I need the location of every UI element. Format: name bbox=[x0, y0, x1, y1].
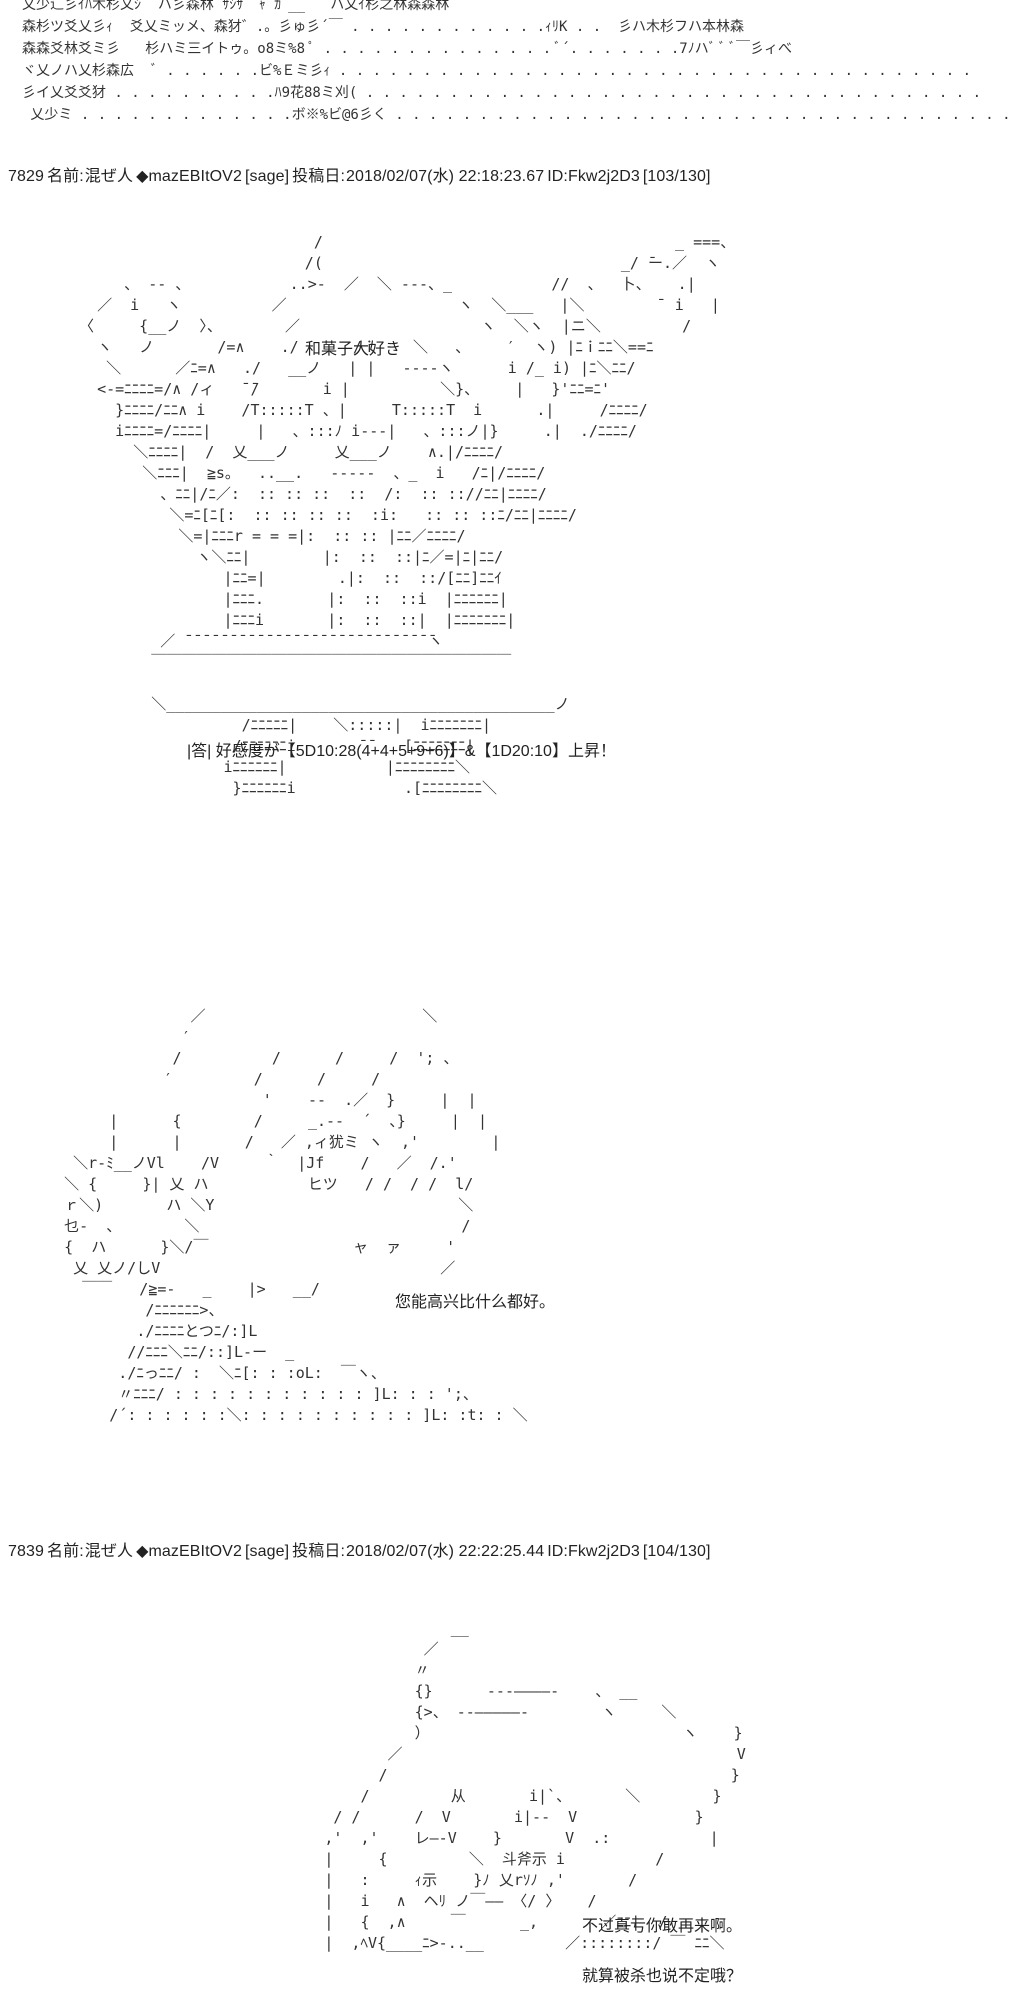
ascii-art-top: 乂少辶彡ｲﾊ木杉乂ｼ ハ彡森林 ｻｼｻﾞ ｬ ｶﾞ__ ハ乂ｲ杉之林森森林 森杉… bbox=[22, 0, 1011, 123]
poster-trip: ◆mazEBItOV2 bbox=[136, 1543, 242, 1560]
poster-name[interactable]: 混ぜ人 bbox=[84, 1543, 134, 1560]
affection-status: |答| 好感度が【5D10:28(4+4+5+9+6)】&【1D20:10】上昇… bbox=[187, 743, 616, 760]
post-count: [103/130] bbox=[642, 168, 711, 185]
art-inline-caption: 和菓子大好き bbox=[305, 341, 402, 358]
ascii-art-girl-cheer: / _ ===、 /( _/ ̄ー.／ ヽ 、 ‐‐ 、 ..>- ／ ＼ --… bbox=[79, 233, 736, 797]
poster-name[interactable]: 混ぜ人 bbox=[84, 168, 134, 185]
ascii-art-girl-closeup: ／ ＼ ′ / / / / '; 、 ′ / / / ' ‐- .／ } | |… bbox=[64, 1007, 528, 1424]
post-date: 2018/02/07(水) 22:18:23.67 bbox=[346, 168, 545, 185]
ascii-art-character-smirk: __ ／ 〃 {} --‐――――- 、 __ {>、 --―――――- ヽ ＼… bbox=[324, 1619, 746, 1952]
poster-mail[interactable]: [sage] bbox=[244, 168, 290, 185]
name-label: 名前: bbox=[47, 168, 84, 185]
post-number: 7829 bbox=[8, 168, 44, 185]
poster-mail[interactable]: [sage] bbox=[244, 1543, 290, 1560]
dialogue-line: 不过真亏你敢再来啊。 bbox=[582, 1918, 743, 1935]
date-label: 投稿日: bbox=[292, 1543, 345, 1560]
post-number: 7839 bbox=[8, 1543, 44, 1560]
post-date: 2018/02/07(水) 22:22:25.44 bbox=[346, 1543, 545, 1560]
post-count: [104/130] bbox=[642, 1543, 711, 1560]
dialogue-line: 就算被杀也说不定哦？ bbox=[582, 1968, 743, 1985]
date-label: 投稿日: bbox=[292, 168, 345, 185]
post-id[interactable]: ID:Fkw2j2D3 bbox=[547, 1543, 640, 1560]
poster-trip: ◆mazEBItOV2 bbox=[136, 168, 242, 185]
post-id[interactable]: ID:Fkw2j2D3 bbox=[547, 168, 640, 185]
dialogue-line: 您能高兴比什么都好。 bbox=[395, 1294, 556, 1311]
name-label: 名前: bbox=[47, 1543, 84, 1560]
